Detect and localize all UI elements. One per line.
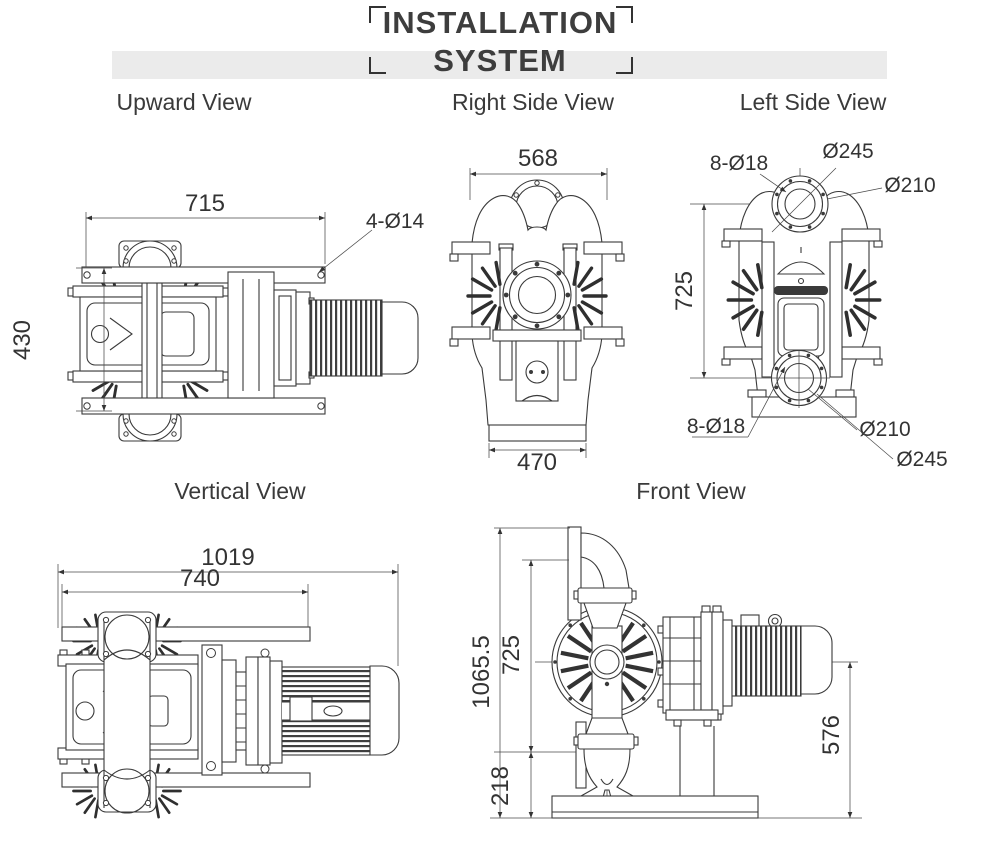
upward-view-label: Upward View <box>116 89 252 115</box>
right-side-view-drawing: 568 470 <box>449 145 625 476</box>
left-side-bolt-circle-bottom-callout: Ø210 <box>859 418 910 441</box>
front-view-label: Front View <box>636 478 746 504</box>
upward-holes-callout: 4-Ø14 <box>366 210 425 233</box>
motor-fins <box>309 299 383 377</box>
vertical-total-length-dim: 1019 <box>201 544 254 571</box>
front-inlet-height-dim: 218 <box>487 766 514 806</box>
right-side-top-width-dim: 568 <box>518 145 558 172</box>
title-bracket-bottom-right-icon <box>616 57 633 74</box>
motor-end-cap <box>369 665 400 756</box>
left-side-view-drawing: 8-Ø18 Ø245 Ø210 725 8-Ø18 Ø210 Ø245 <box>671 140 948 471</box>
left-side-bolt-circle-top-callout: Ø210 <box>884 174 935 197</box>
left-side-height-dim: 725 <box>671 271 698 311</box>
left-side-flange-top-callout: Ø245 <box>822 140 873 163</box>
title-bracket-top-left-icon <box>369 6 386 23</box>
page-title-line1: INSTALLATION <box>382 5 618 40</box>
motor-fins <box>731 625 802 697</box>
right-side-bottom-width-dim: 470 <box>517 449 557 476</box>
upward-height-dim: 430 <box>9 320 36 360</box>
upward-width-dim: 715 <box>185 190 225 217</box>
front-motor-height-dim: 576 <box>818 715 845 755</box>
front-pump-height-dim: 725 <box>498 635 525 675</box>
title-bracket-bottom-left-icon <box>369 57 386 74</box>
left-side-holes-bottom-callout: 8-Ø18 <box>687 415 745 438</box>
vertical-view-drawing: 1019 740 <box>57 544 400 819</box>
motor-end-cap <box>381 301 419 375</box>
front-total-height-dim: 1065.5 <box>468 635 495 708</box>
vertical-view-label: Vertical View <box>174 478 306 504</box>
left-side-flange-bottom-callout: Ø245 <box>896 448 947 471</box>
vertical-rail-length-dim: 740 <box>180 565 220 592</box>
left-side-holes-top-callout: 8-Ø18 <box>710 152 768 175</box>
motor-end-cap <box>800 625 833 695</box>
front-view-drawing: 1065.5 725 218 576 <box>468 526 862 819</box>
upward-view-drawing: 715 430 4-Ø14 <box>9 190 425 442</box>
title-bracket-top-right-icon <box>616 6 633 23</box>
title-highlight-band <box>112 51 887 79</box>
left-side-view-label: Left Side View <box>739 89 887 115</box>
page-title-line2: SYSTEM <box>433 43 567 78</box>
right-side-view-label: Right Side View <box>452 89 614 115</box>
